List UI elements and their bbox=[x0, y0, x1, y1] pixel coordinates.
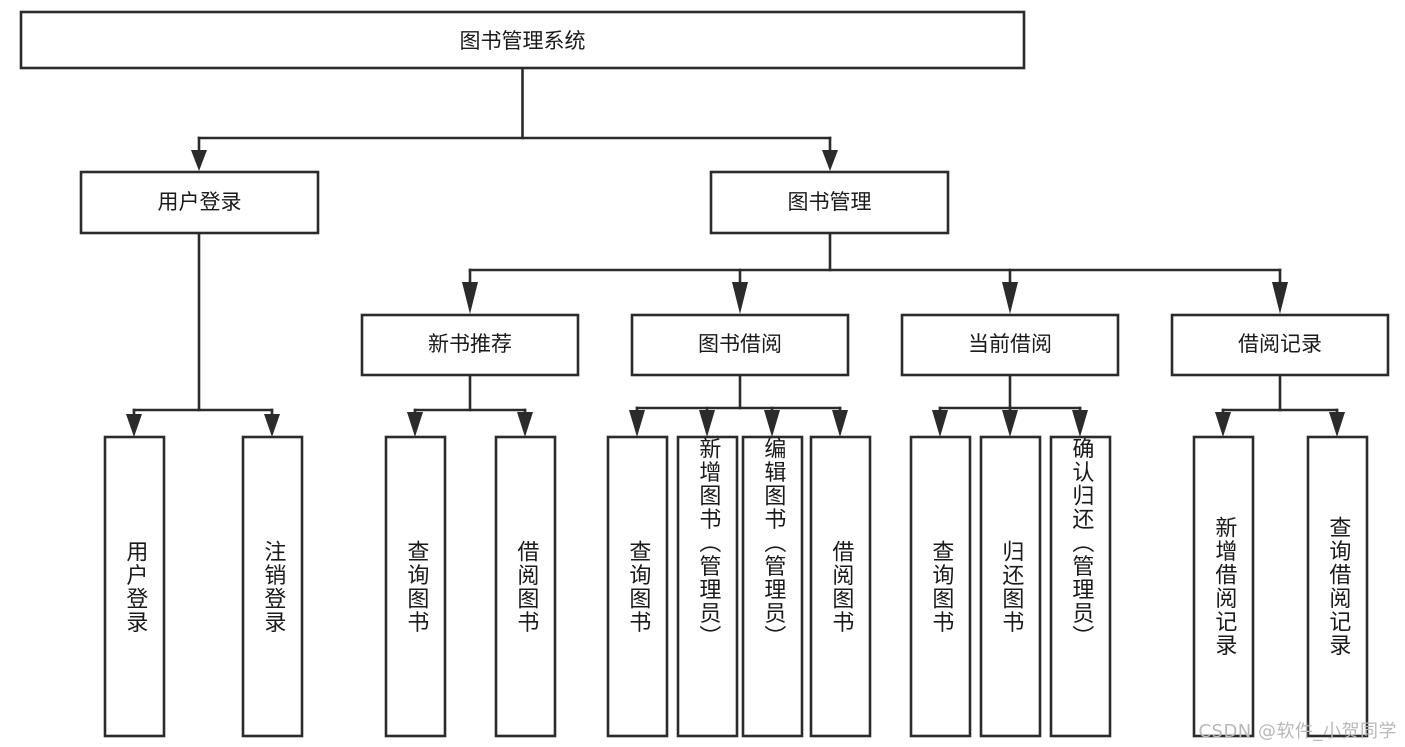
leaf-box-current-borrow-1[interactable] bbox=[979, 435, 1042, 738]
leaf-boxes bbox=[103, 435, 1369, 738]
arrow-head-userlogin-1 bbox=[126, 414, 142, 437]
node-borrow-record-box[interactable] bbox=[1170, 313, 1390, 377]
csdn-watermark: CSDN @软件_小贺同学 bbox=[1198, 721, 1397, 742]
node-borrow-record[interactable]: 借阅记录 bbox=[1170, 313, 1390, 377]
leaf-box-borrow-record-1[interactable] bbox=[1306, 435, 1369, 738]
arrow-head-newbook-1 bbox=[407, 412, 423, 437]
node-new-book-recommend-box[interactable] bbox=[360, 313, 580, 377]
leaf-box-current-borrow-0[interactable] bbox=[909, 435, 972, 738]
leaf-box-new-book-1[interactable] bbox=[494, 435, 557, 738]
node-current-borrow-label: 当前借阅 bbox=[968, 332, 1052, 356]
node-current-borrow-box[interactable] bbox=[900, 313, 1120, 377]
node-new-book-recommend[interactable]: 新书推荐 bbox=[360, 313, 580, 377]
connector-group-book-manage bbox=[462, 231, 1288, 314]
connector-group-book-borrow bbox=[629, 373, 848, 437]
node-user-login-box[interactable] bbox=[79, 170, 320, 235]
leaf-box-book-borrow-0[interactable] bbox=[606, 435, 669, 738]
node-current-borrow[interactable]: 当前借阅 bbox=[900, 313, 1120, 377]
node-new-book-recommend-label: 新书推荐 bbox=[428, 332, 512, 356]
connector-group-root bbox=[191, 66, 838, 171]
connector-group-new-book bbox=[407, 373, 533, 437]
node-book-manage[interactable]: 图书管理 bbox=[709, 170, 950, 235]
node-user-login[interactable]: 用户登录 bbox=[79, 170, 320, 235]
leaf-box-new-book-0[interactable] bbox=[384, 435, 447, 738]
arrow-head-bookmanage-4 bbox=[1272, 282, 1288, 314]
arrow-head-bookborrow-4 bbox=[832, 410, 848, 437]
node-book-manage-label: 图书管理 bbox=[788, 190, 872, 214]
arrow-head-newbook-2 bbox=[517, 412, 533, 437]
node-book-borrow-label: 图书借阅 bbox=[698, 332, 782, 356]
node-root-box[interactable] bbox=[19, 10, 1026, 70]
arrow-head-bookmanage-2 bbox=[732, 282, 748, 314]
node-book-borrow-box[interactable] bbox=[630, 313, 850, 377]
leaf-box-book-borrow-1[interactable] bbox=[676, 435, 739, 738]
arrow-head-root-2 bbox=[822, 150, 838, 171]
connector-group-current-borrow bbox=[932, 373, 1088, 437]
arrow-head-currentborrow-1 bbox=[932, 410, 948, 437]
leaf-box-book-borrow-2[interactable] bbox=[741, 435, 804, 738]
arrow-head-bookborrow-2 bbox=[699, 410, 715, 437]
arrow-head-currentborrow-3 bbox=[1072, 410, 1088, 437]
arrow-head-borrowrecord-1 bbox=[1215, 412, 1231, 437]
leaf-box-current-borrow-2[interactable] bbox=[1049, 435, 1112, 738]
node-user-login-label: 用户登录 bbox=[158, 190, 242, 214]
arrow-head-bookmanage-1 bbox=[462, 282, 478, 314]
leaf-box-user-login-1[interactable] bbox=[241, 435, 304, 738]
leaf-box-user-login-0[interactable] bbox=[103, 435, 166, 738]
node-book-borrow[interactable]: 图书借阅 bbox=[630, 313, 850, 377]
connector-group-borrow-record bbox=[1215, 373, 1345, 437]
arrow-head-bookborrow-1 bbox=[629, 410, 645, 437]
arrow-head-userlogin-2 bbox=[264, 414, 280, 437]
arrow-head-bookborrow-3 bbox=[764, 410, 780, 437]
node-root-label: 图书管理系统 bbox=[460, 29, 586, 53]
node-book-manage-box[interactable] bbox=[709, 170, 950, 235]
leaf-box-borrow-record-0[interactable] bbox=[1192, 435, 1255, 738]
node-borrow-record-label: 借阅记录 bbox=[1238, 332, 1322, 356]
arrow-head-bookmanage-3 bbox=[1002, 282, 1018, 314]
connector-group-user-login bbox=[126, 231, 280, 437]
node-root[interactable]: 图书管理系统 bbox=[19, 10, 1026, 70]
arrow-head-root-1 bbox=[191, 150, 207, 171]
arrow-head-currentborrow-2 bbox=[1002, 410, 1018, 437]
leaf-box-book-borrow-3[interactable] bbox=[809, 435, 872, 738]
arrow-head-borrowrecord-2 bbox=[1329, 412, 1345, 437]
